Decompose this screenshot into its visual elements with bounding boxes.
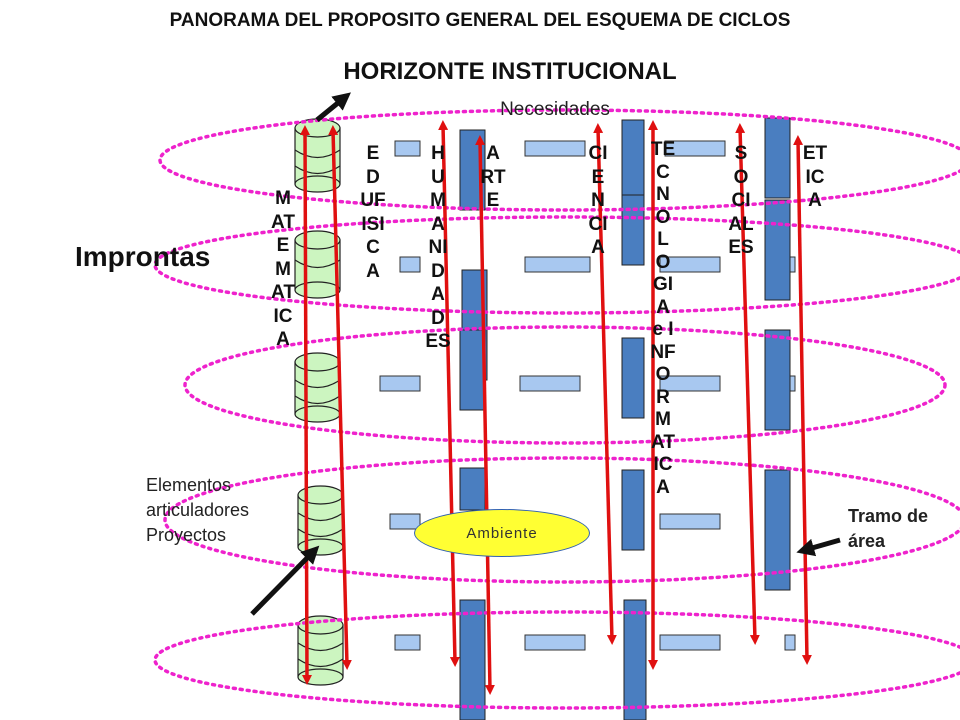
area-humanidades-label: HUMANIDADES	[425, 143, 451, 352]
vertical-bars	[459, 117, 791, 720]
cylinder-2	[294, 230, 341, 299]
cycle-ellipses	[153, 108, 960, 710]
area-sociales-label: SOCIALES	[728, 143, 754, 258]
area-etica-label: ETICA	[802, 143, 828, 211]
cylinder-5	[297, 615, 344, 686]
area-ciencia-label: CIENCIA	[588, 143, 608, 258]
necesidades-label: Necesidades	[500, 99, 610, 120]
ambiente-badge: Ambiente	[414, 509, 590, 557]
elementos-label: Elementos articuladores Proyectos	[146, 475, 250, 545]
area-edufisica-label: EDUFISICA	[360, 143, 386, 282]
cylinder-3	[294, 352, 341, 423]
area-matematica-label: MATEMATICA	[271, 188, 295, 350]
horizonte-label: HORIZONTE INSTITUCIONAL	[343, 58, 677, 85]
tramo-label: Tramo de área	[848, 506, 929, 551]
red-arrows	[300, 120, 812, 695]
area-arte-label: ARTE	[480, 143, 506, 211]
black-arrows	[250, 92, 841, 616]
page-title: PANORAMA DEL PROPOSITO GENERAL DEL ESQUE…	[169, 10, 791, 31]
area-tecnologia-label: TECNOLOGIA e INFORMATICA	[650, 139, 676, 498]
improntas-label: Improntas	[75, 241, 211, 272]
